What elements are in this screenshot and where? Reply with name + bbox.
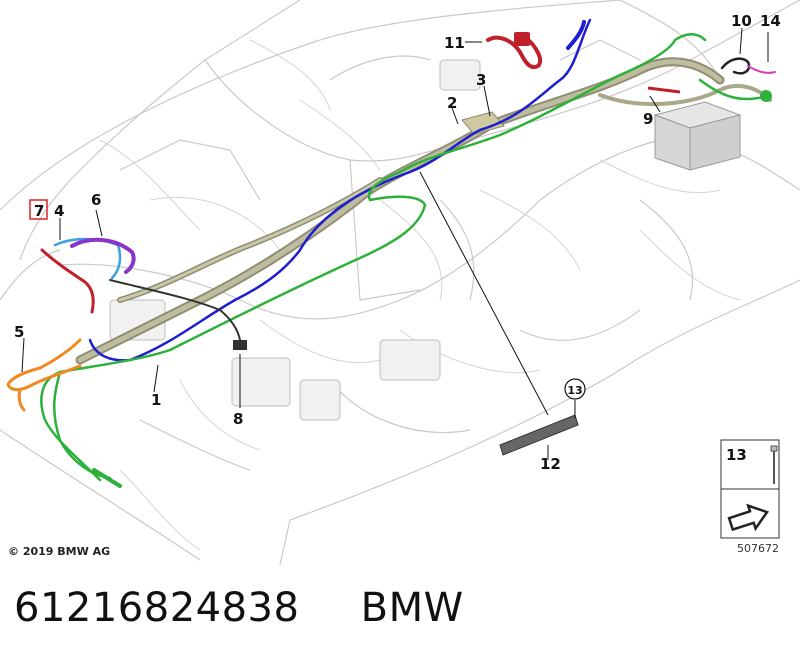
callout-13-circle [564, 378, 586, 400]
black-cable [720, 57, 751, 75]
arrow-icon [727, 503, 770, 532]
part-number: 61216824838 [14, 585, 300, 631]
callout-8[interactable]: 8 [233, 410, 243, 428]
callout-1[interactable]: 1 [151, 391, 161, 409]
purple-cable [70, 237, 136, 274]
reference-box: 13 [720, 439, 780, 539]
callout-10[interactable]: 10 [731, 12, 752, 30]
background-components [109, 59, 481, 421]
harness-bracket [461, 111, 505, 135]
part-footer: 61216824838 BMW [14, 585, 464, 645]
drawing-number: 507672 [737, 542, 779, 555]
callout-12[interactable]: 12 [540, 455, 561, 473]
leader-lines [21, 27, 769, 460]
callout-11[interactable]: 11 [444, 34, 465, 52]
brand-name: BMW [360, 585, 464, 631]
callout-labels: 1 2 3 4 5 6 7 8 9 10 11 12 13 14 [14, 12, 781, 473]
green-connector [760, 90, 772, 102]
car-body-outline [0, 0, 800, 565]
blue-harness [88, 18, 592, 362]
lightblue-cable [53, 237, 122, 280]
copyright-text: © 2019 BMW AG [8, 545, 110, 558]
callout-2[interactable]: 2 [447, 94, 457, 112]
reference-box-label: 13 [726, 446, 747, 464]
dark-cable [109, 279, 241, 341]
orange-cable [6, 338, 82, 412]
battery-cable [647, 86, 681, 94]
callout-4[interactable]: 4 [54, 202, 64, 220]
callout-13[interactable]: 13 [567, 384, 582, 397]
magenta-cable [747, 65, 776, 74]
bolt-icon [770, 445, 778, 484]
ground-strap [499, 414, 579, 456]
wiring-harness-diagram: 1 2 3 4 5 6 7 8 9 10 11 12 13 14 13 © 20… [0, 0, 800, 565]
callout-6[interactable]: 6 [91, 191, 101, 209]
callout-5[interactable]: 5 [14, 323, 24, 341]
callout-9[interactable]: 9 [643, 110, 653, 128]
highlight-box-7 [29, 199, 48, 220]
red-cable-7 [40, 248, 95, 314]
callout-7[interactable]: 7 [34, 202, 44, 220]
main-harness [75, 57, 772, 365]
battery [653, 101, 742, 171]
connector-8 [233, 340, 247, 350]
callout-14[interactable]: 14 [760, 12, 781, 30]
red-cable-11 [486, 32, 543, 69]
callout-3[interactable]: 3 [476, 71, 486, 89]
